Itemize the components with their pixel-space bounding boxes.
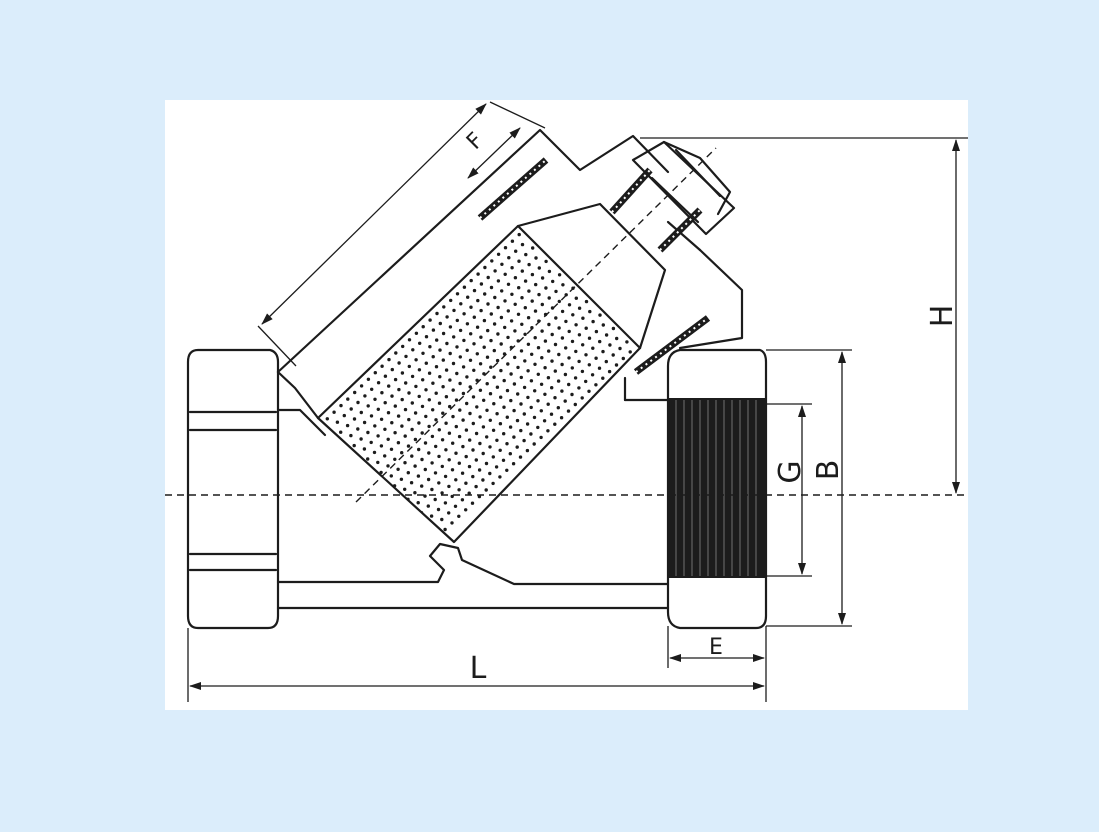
label-b: B xyxy=(811,460,846,481)
label-e: E xyxy=(709,635,723,660)
label-h: H xyxy=(925,305,960,328)
leg-centerline xyxy=(355,147,717,503)
right-threaded-end xyxy=(666,348,768,630)
valve-body xyxy=(276,398,670,610)
label-l: L xyxy=(470,651,487,686)
gaskets xyxy=(477,157,711,375)
plug-and-bolt xyxy=(631,140,736,236)
dimension-g: G xyxy=(766,403,812,577)
dimension-e: E xyxy=(667,626,767,668)
thread-bands xyxy=(668,398,766,578)
dimension-b: B xyxy=(766,349,852,627)
dimension-l: L xyxy=(187,628,767,702)
left-hex-end xyxy=(186,348,280,630)
drawing-sheet xyxy=(165,100,968,710)
dimension-h: H xyxy=(640,137,968,494)
label-g: G xyxy=(773,460,808,483)
